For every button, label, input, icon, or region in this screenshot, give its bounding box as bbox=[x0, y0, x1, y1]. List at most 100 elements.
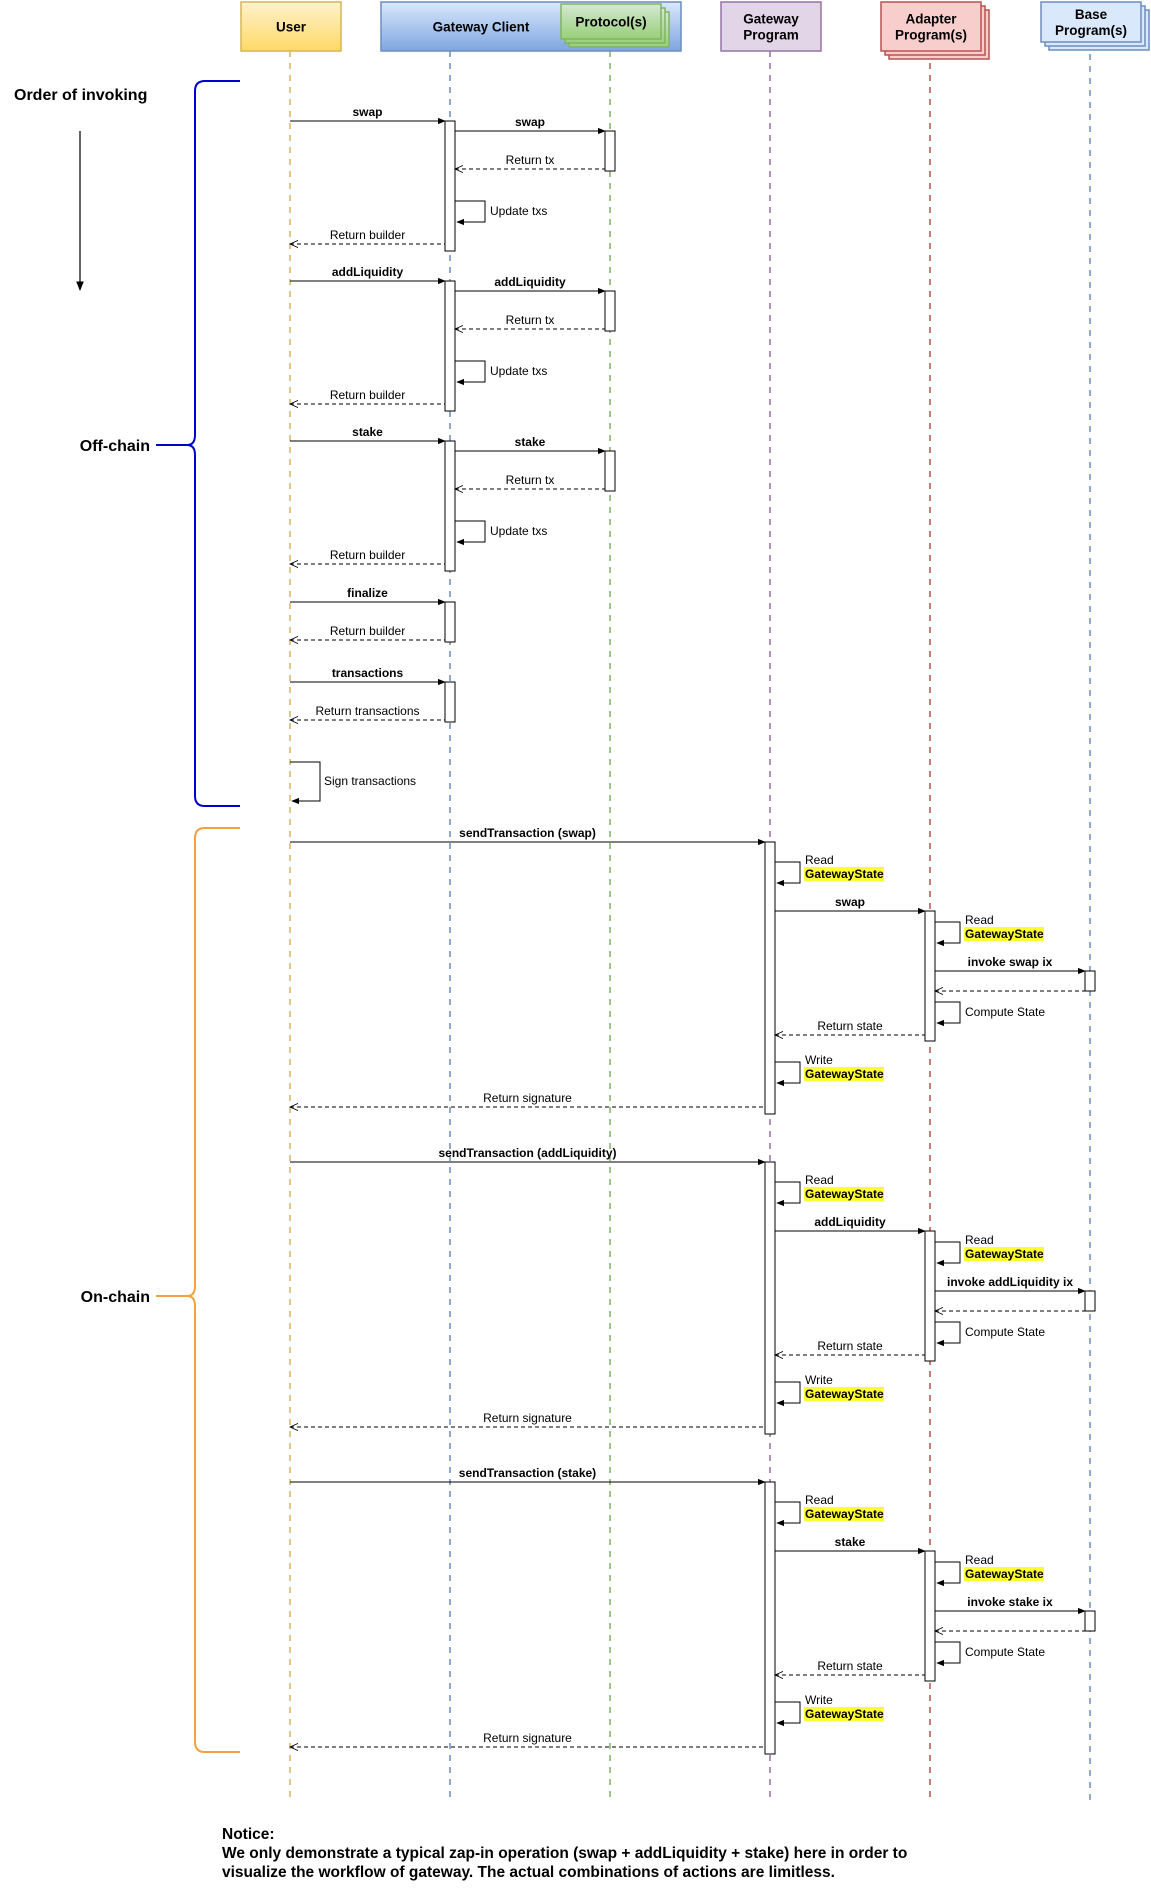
adapter-return: Return state bbox=[775, 1659, 925, 1675]
signature-return: Return signature bbox=[290, 1091, 765, 1107]
adapter-call: addLiquidity bbox=[775, 1215, 926, 1235]
message-label: Return transactions bbox=[315, 704, 419, 718]
state-label: GatewayState bbox=[805, 1507, 884, 1521]
update-txs-loop: Update txs bbox=[455, 200, 547, 226]
send-transaction-call: sendTransaction (swap) bbox=[290, 826, 766, 846]
state-highlight bbox=[804, 1507, 884, 1521]
adapter-activation bbox=[924, 1550, 936, 1682]
protocol-return: Return tx bbox=[455, 153, 605, 169]
state-label: GatewayState bbox=[805, 867, 884, 881]
call-addLiquidity: addLiquidity bbox=[290, 265, 446, 285]
builder-return: Return builder bbox=[290, 228, 445, 244]
actor-label: Base bbox=[1075, 7, 1108, 22]
note-label: Read bbox=[965, 1233, 994, 1247]
message-label: sendTransaction (addLiquidity) bbox=[438, 1146, 616, 1160]
message-label: Return signature bbox=[483, 1411, 572, 1425]
message-label: Return tx bbox=[506, 473, 555, 487]
invoke-base-call: invoke stake ix bbox=[935, 1595, 1086, 1615]
state-highlight bbox=[804, 1067, 884, 1081]
actor-label: Protocol(s) bbox=[575, 15, 646, 30]
self-call-arrow bbox=[935, 921, 961, 947]
adapter-activation bbox=[924, 910, 936, 1042]
group-label: On-chain bbox=[81, 1289, 150, 1306]
call-transactions: transactions bbox=[290, 666, 446, 686]
client-activation bbox=[444, 280, 456, 412]
message-label: Return state bbox=[817, 1659, 883, 1673]
protocol-call: swap bbox=[455, 115, 606, 135]
group-label: Off-chain bbox=[80, 438, 150, 455]
self-call-arrow bbox=[290, 761, 321, 805]
gateway-activation bbox=[764, 841, 776, 1115]
adapter-call: swap bbox=[775, 895, 926, 915]
brace-path bbox=[186, 80, 240, 807]
actor-label: Program bbox=[743, 28, 799, 43]
state-label: GatewayState bbox=[805, 1187, 884, 1201]
state-highlight bbox=[804, 1387, 884, 1401]
protocol-call: addLiquidity bbox=[455, 275, 606, 295]
self-call-arrow bbox=[775, 1381, 801, 1407]
message-label: invoke stake ix bbox=[967, 1595, 1053, 1609]
notice-line: We only demonstrate a typical zap-in ope… bbox=[222, 1845, 908, 1862]
message-label: Return tx bbox=[506, 313, 555, 327]
note-label: Read bbox=[805, 853, 834, 867]
message-label: swap bbox=[515, 115, 545, 129]
adapter-call: stake bbox=[775, 1535, 926, 1555]
message-label: Return state bbox=[817, 1339, 883, 1353]
signature-return: Return signature bbox=[290, 1731, 765, 1747]
note-label: Update txs bbox=[490, 204, 547, 218]
protocol-activation bbox=[604, 450, 616, 492]
notice-title: Notice: bbox=[222, 1826, 275, 1843]
message-label: swap bbox=[835, 895, 865, 909]
message-label: Return signature bbox=[483, 1091, 572, 1105]
gateway-activation bbox=[764, 1161, 776, 1435]
builder-return: Return builder bbox=[290, 548, 445, 564]
self-call-arrow bbox=[775, 1501, 801, 1527]
message-label: stake bbox=[515, 435, 546, 449]
update-txs-loop: Update txs bbox=[455, 360, 547, 386]
state-highlight bbox=[964, 927, 1044, 941]
self-call-arrow bbox=[935, 1001, 961, 1027]
note-label: Read bbox=[805, 1173, 834, 1187]
note-label: Read bbox=[805, 1493, 834, 1507]
message-label: addLiquidity bbox=[332, 265, 404, 279]
note-label: Compute State bbox=[965, 1005, 1045, 1019]
actor-box bbox=[720, 1, 822, 52]
message-label: transactions bbox=[332, 666, 404, 680]
self-call-arrow bbox=[775, 1061, 801, 1087]
actor-label: Program(s) bbox=[895, 28, 967, 43]
call-finalize: finalize bbox=[290, 586, 446, 606]
note-label: Write bbox=[805, 1053, 833, 1067]
activations bbox=[444, 120, 1096, 1755]
actor-label: Gateway Client bbox=[433, 20, 530, 35]
order-of-invoking-label: Order of invoking bbox=[14, 87, 147, 104]
self-call-arrow bbox=[935, 1561, 961, 1587]
note-label: Compute State bbox=[965, 1325, 1045, 1339]
adapter-activation bbox=[924, 1230, 936, 1362]
message-label: addLiquidity bbox=[494, 275, 566, 289]
offchain-brace: Off-chain bbox=[80, 80, 240, 807]
adapter-return: Return state bbox=[775, 1019, 925, 1035]
state-highlight bbox=[964, 1247, 1044, 1261]
protocol-activation bbox=[604, 290, 616, 332]
note-label: Read bbox=[965, 1553, 994, 1567]
base-activation bbox=[1084, 1610, 1096, 1632]
builder-return: Return builder bbox=[290, 388, 445, 404]
self-call-arrow bbox=[935, 1641, 961, 1667]
message-label: stake bbox=[352, 425, 383, 439]
message-label: Return builder bbox=[330, 548, 405, 562]
actor-protocol: Protocol(s) bbox=[560, 3, 670, 48]
message-label: invoke addLiquidity ix bbox=[947, 1275, 1073, 1289]
note-label: Write bbox=[805, 1693, 833, 1707]
invoke-base-call: invoke addLiquidity ix bbox=[935, 1275, 1086, 1295]
self-call-arrow bbox=[455, 200, 486, 226]
